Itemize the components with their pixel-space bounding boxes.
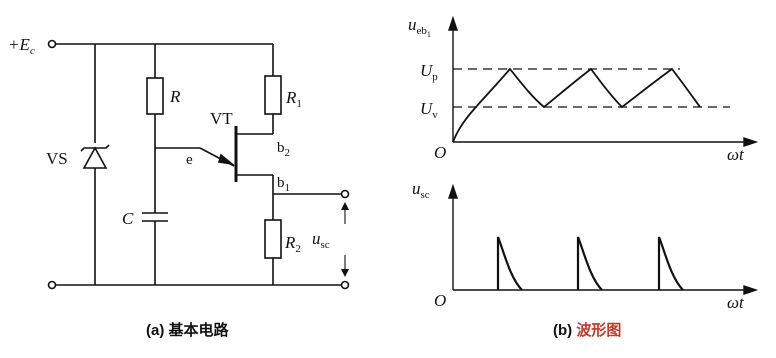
output-pulse xyxy=(576,236,603,291)
output-arrow-up-head xyxy=(341,202,349,210)
bottom-x-label: ωt xyxy=(727,293,745,312)
emitter-label: e xyxy=(186,152,193,168)
circuit-diagram xyxy=(47,39,350,290)
waveform-labels: ueb1 Up Uv O ωt usc O ωt (b) 波形图 xyxy=(408,15,745,339)
bottom-y-arrow xyxy=(448,183,458,199)
top-y-label: ueb1 xyxy=(408,15,431,39)
output-voltage-label: usc xyxy=(312,229,330,251)
bottom-y-label: usc xyxy=(412,179,430,201)
transistor-label: VT xyxy=(210,109,233,128)
resistor-r1 xyxy=(264,75,282,115)
circuit-caption: (a) 基本电路 xyxy=(146,321,230,339)
waveform-caption: (b) 波形图 xyxy=(553,321,621,339)
zener-label: VS xyxy=(46,149,68,168)
output-arrow-down-head xyxy=(341,269,349,277)
resistor-r1-label: R1 xyxy=(285,88,302,110)
emitter-arrow xyxy=(217,153,235,166)
output-pulse xyxy=(657,236,684,291)
capacitor-label: C xyxy=(122,209,134,228)
capacitor-voltage-waveform xyxy=(452,67,701,143)
output-pulses xyxy=(496,236,684,291)
waveform-axes xyxy=(448,15,759,295)
resistor-r xyxy=(146,77,164,115)
valley-voltage-label: Uv xyxy=(420,99,438,121)
top-origin-label: O xyxy=(434,143,446,162)
base1-label: b1 xyxy=(277,175,290,194)
zener-diode-symbol xyxy=(82,146,108,169)
top-x-label: ωt xyxy=(727,145,745,164)
peak-voltage-label: Up xyxy=(420,61,438,83)
resistor-r2-label: R2 xyxy=(284,233,301,255)
output-terminal-bottom xyxy=(340,280,350,290)
supply-label: +Ec xyxy=(8,35,35,57)
output-pulse xyxy=(496,236,523,291)
output-terminal-top xyxy=(340,189,350,199)
resistor-r2 xyxy=(264,219,282,259)
top-y-arrow xyxy=(448,15,458,31)
zener-diode-bar xyxy=(80,144,110,152)
base2-label: b2 xyxy=(277,140,290,159)
supply-terminal xyxy=(47,39,57,49)
resistor-r-label: R xyxy=(169,87,181,106)
bottom-x-arrow xyxy=(743,285,759,295)
circuit-labels: +Ec VS R VT R1 b2 e b1 C R2 usc (a) 基本电路 xyxy=(8,35,330,339)
ground-terminal-left xyxy=(47,280,57,290)
bottom-origin-label: O xyxy=(434,291,446,310)
top-x-arrow xyxy=(743,137,759,147)
